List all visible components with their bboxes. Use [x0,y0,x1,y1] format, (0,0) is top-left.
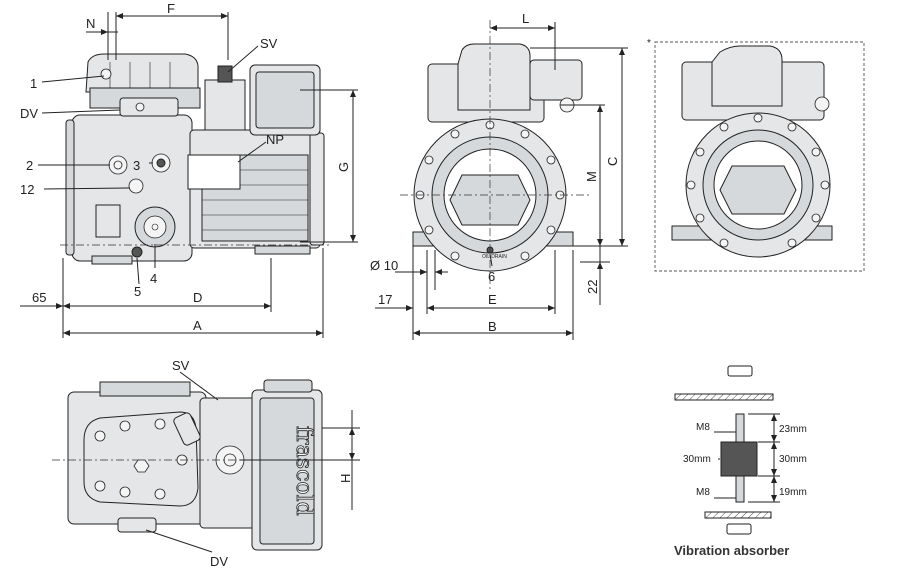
optional-star: * [647,38,651,49]
label-19mm: 19mm [779,487,807,498]
optional-view: * [647,38,865,272]
label-65: 65 [32,290,46,305]
label-m8-bottom: M8 [696,487,710,498]
discharge-valve [119,97,179,117]
leader-sv [227,45,259,73]
absorber-top-nut [727,365,753,377]
motor-fins [202,169,308,231]
label-12: 12 [20,182,34,197]
top-discharge-valve [117,517,157,533]
foot-left [91,255,133,265]
label-absorber-width: 30mm [683,454,711,465]
end-cover [65,119,75,256]
leader-dv [41,109,121,114]
front-terminal-box [529,59,583,101]
label-np: NP [266,132,284,147]
motor-end-cap [309,132,325,246]
label-m: M [584,171,599,182]
leader-12 [43,187,131,190]
head-bolt [100,68,112,80]
top-sv-handle [173,412,201,446]
label-phi10: Ø 10 [370,258,398,273]
optional-bolts [686,113,830,248]
label-5: 5 [134,284,141,299]
label-17: 17 [378,292,392,307]
leader-5 [136,257,140,285]
absorber-bottom-nut [726,523,752,535]
leader-6 [489,253,493,267]
top-rib [99,381,191,397]
top-head-bolts [94,418,188,500]
label-dv: DV [20,106,38,121]
label-f: F [167,1,175,16]
brand-logo: frascold [291,426,316,516]
absorber-top-plate [674,393,774,401]
absorber-title: Vibration absorber [674,543,789,558]
plug-12 [128,178,144,194]
label-l: L [522,11,529,26]
optional-frame [654,41,865,272]
suction-valve-cap [217,65,233,83]
front-view: OIL DRAIN L C M 6 Ø 10 17 E B 22 [370,11,628,340]
leader-top-sv [179,371,219,401]
vibration-absorber: M8 30mm M8 23mm 30mm 19mm Vibration abso… [674,365,807,558]
label-g: G [336,162,351,172]
foot-right [254,245,311,255]
front-cylinder-head [457,43,531,111]
leader-1 [41,75,105,83]
label-3: 3 [133,158,140,173]
top-view: frascold SV H DV [52,358,360,569]
top-cylinder-head [83,411,199,507]
label-e: E [488,292,497,307]
nameplate [187,154,241,190]
oil-drain-label: OIL DRAIN [482,254,507,260]
label-22: 22 [585,280,600,294]
label-m8-top: M8 [696,422,710,433]
absorber-rubber [720,441,758,477]
leader-top-dv [145,529,213,553]
discharge-valve-bolt [135,102,145,112]
suction-valve-body [204,79,246,131]
label-top-sv: SV [172,358,190,373]
label-a: A [193,318,202,333]
label-top-dv: DV [210,554,228,569]
side-view: N F SV 1 DV NP 2 3 12 4 5 G D A 65 [20,1,358,338]
oil-pump [95,204,121,238]
label-n: N [86,16,95,31]
label-4: 4 [150,271,157,286]
label-sv: SV [260,36,278,51]
label-2: 2 [26,158,33,173]
label-h: H [338,474,353,483]
label-6: 6 [488,269,495,284]
label-d: D [193,290,202,305]
plug-5 [131,246,143,258]
absorber-bottom-plate [704,511,772,519]
label-b: B [488,319,497,334]
label-23mm: 23mm [779,424,807,435]
terminal-cover [255,71,315,129]
label-c: C [605,157,620,166]
leader-np [237,141,267,163]
label-1: 1 [30,76,37,91]
label-30mm: 30mm [779,454,807,465]
